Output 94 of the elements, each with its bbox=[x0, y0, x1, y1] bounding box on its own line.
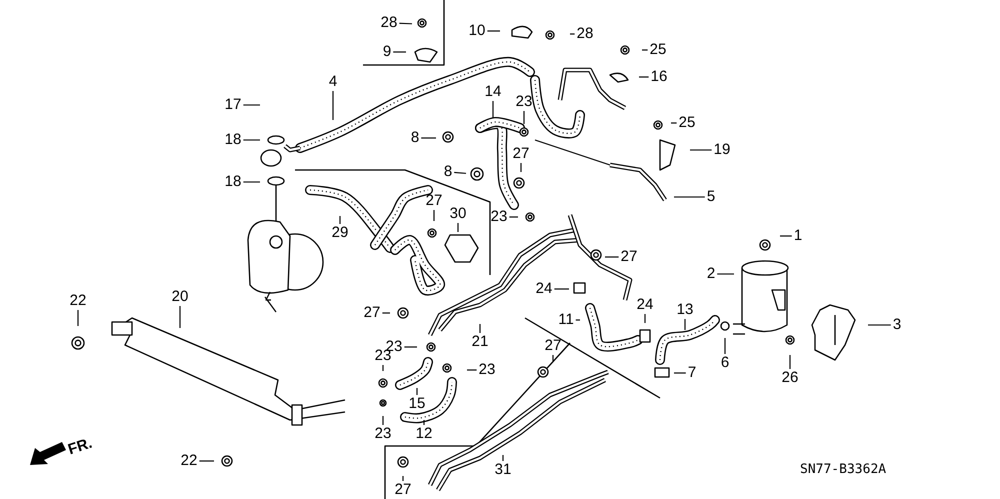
callout-number: 27 bbox=[426, 193, 442, 209]
callout-number: 28 bbox=[380, 15, 398, 31]
part-code: SN77-B3362A bbox=[800, 462, 886, 477]
leader-line bbox=[605, 256, 619, 258]
leader-line bbox=[339, 216, 341, 224]
leader-line bbox=[520, 163, 522, 172]
leader-line bbox=[717, 273, 734, 275]
callout-number: 27 bbox=[394, 482, 412, 498]
leader-line bbox=[77, 310, 79, 326]
callout-number: 8 bbox=[444, 164, 452, 180]
leader-line bbox=[416, 388, 418, 395]
callout-number: 28 bbox=[576, 26, 594, 42]
leader-line bbox=[684, 319, 686, 330]
callout-number: 12 bbox=[416, 426, 432, 442]
callout-number: 27 bbox=[364, 305, 380, 321]
leader-line bbox=[399, 22, 412, 24]
callout-number: 25 bbox=[678, 115, 696, 131]
leader-line bbox=[509, 216, 518, 218]
callout-number: 7 bbox=[688, 365, 696, 381]
leader-line bbox=[467, 369, 477, 371]
leader-line bbox=[421, 137, 436, 139]
leader-line bbox=[382, 312, 390, 314]
callout-number: 8 bbox=[410, 130, 420, 146]
leader-line bbox=[552, 355, 554, 361]
callout-number: 25 bbox=[650, 42, 666, 58]
callout-number: 22 bbox=[180, 453, 198, 469]
callout-number: 5 bbox=[706, 189, 716, 205]
leader-line bbox=[523, 111, 525, 124]
leader-line bbox=[642, 49, 648, 51]
leader-line bbox=[382, 416, 384, 425]
leader-line bbox=[639, 76, 649, 78]
callout-number: 27 bbox=[544, 338, 562, 354]
leader-line bbox=[554, 288, 569, 290]
leader-line bbox=[457, 223, 459, 232]
callout-number: 20 bbox=[172, 289, 188, 305]
leader-line bbox=[393, 51, 406, 53]
callout-number: 27 bbox=[620, 249, 638, 265]
leader-line bbox=[332, 91, 334, 120]
leader-line bbox=[404, 346, 417, 348]
leader-line bbox=[487, 30, 500, 32]
callout-number: 13 bbox=[676, 302, 694, 318]
leader-line bbox=[690, 149, 712, 151]
callout-number: 23 bbox=[490, 209, 508, 225]
leader-line bbox=[243, 139, 260, 141]
callout-number: 2 bbox=[706, 266, 716, 282]
callout-number: 31 bbox=[494, 462, 512, 478]
callout-number: 11 bbox=[558, 312, 574, 328]
leader-line bbox=[199, 460, 214, 462]
leader-line bbox=[724, 338, 726, 354]
callout-number: 3 bbox=[892, 317, 902, 333]
leader-line bbox=[644, 314, 646, 323]
leader-line bbox=[423, 420, 425, 425]
leader-line bbox=[382, 365, 384, 371]
leader-line bbox=[671, 122, 677, 124]
leader-line bbox=[502, 455, 504, 461]
callout-number: 14 bbox=[484, 84, 502, 100]
direction-label: FR. bbox=[66, 434, 94, 458]
callout-number: 24 bbox=[636, 297, 654, 313]
callout-number: 4 bbox=[328, 74, 338, 90]
callout-number: 26 bbox=[782, 370, 798, 386]
callout-number: 18 bbox=[224, 132, 242, 148]
leader-line bbox=[454, 172, 466, 174]
leader-line bbox=[243, 181, 260, 183]
callout-number: 23 bbox=[516, 94, 532, 110]
callout-number: 30 bbox=[450, 206, 466, 222]
callout-number: 23 bbox=[478, 362, 496, 378]
callout-number: 9 bbox=[382, 44, 392, 60]
leader-line bbox=[492, 101, 494, 118]
callout-number: 1 bbox=[794, 228, 802, 244]
leader-line bbox=[433, 210, 435, 221]
leader-line bbox=[674, 196, 705, 198]
callout-number: 6 bbox=[720, 355, 730, 371]
callout-number: 23 bbox=[374, 426, 392, 442]
callout-number: 15 bbox=[408, 396, 426, 412]
callout-number: 18 bbox=[224, 174, 242, 190]
callout-number: 29 bbox=[332, 225, 348, 241]
leader-line bbox=[868, 324, 891, 326]
callout-number: 17 bbox=[224, 97, 242, 113]
leader-line bbox=[789, 355, 791, 369]
leader-line bbox=[674, 372, 686, 374]
callout-number: 21 bbox=[472, 334, 488, 350]
leader-line bbox=[570, 33, 575, 35]
leader-line bbox=[479, 324, 481, 333]
callout-number: 16 bbox=[650, 69, 668, 85]
leader-line bbox=[780, 235, 792, 237]
leader-line bbox=[243, 104, 260, 106]
callout-number: 27 bbox=[512, 146, 530, 162]
callout-number: 22 bbox=[70, 293, 86, 309]
callout-number: 24 bbox=[536, 281, 552, 297]
leader-line bbox=[179, 306, 181, 328]
callout-number: 10 bbox=[468, 23, 486, 39]
leader-line bbox=[402, 476, 404, 481]
leader-line bbox=[576, 319, 580, 321]
callout-number: 19 bbox=[714, 142, 730, 158]
